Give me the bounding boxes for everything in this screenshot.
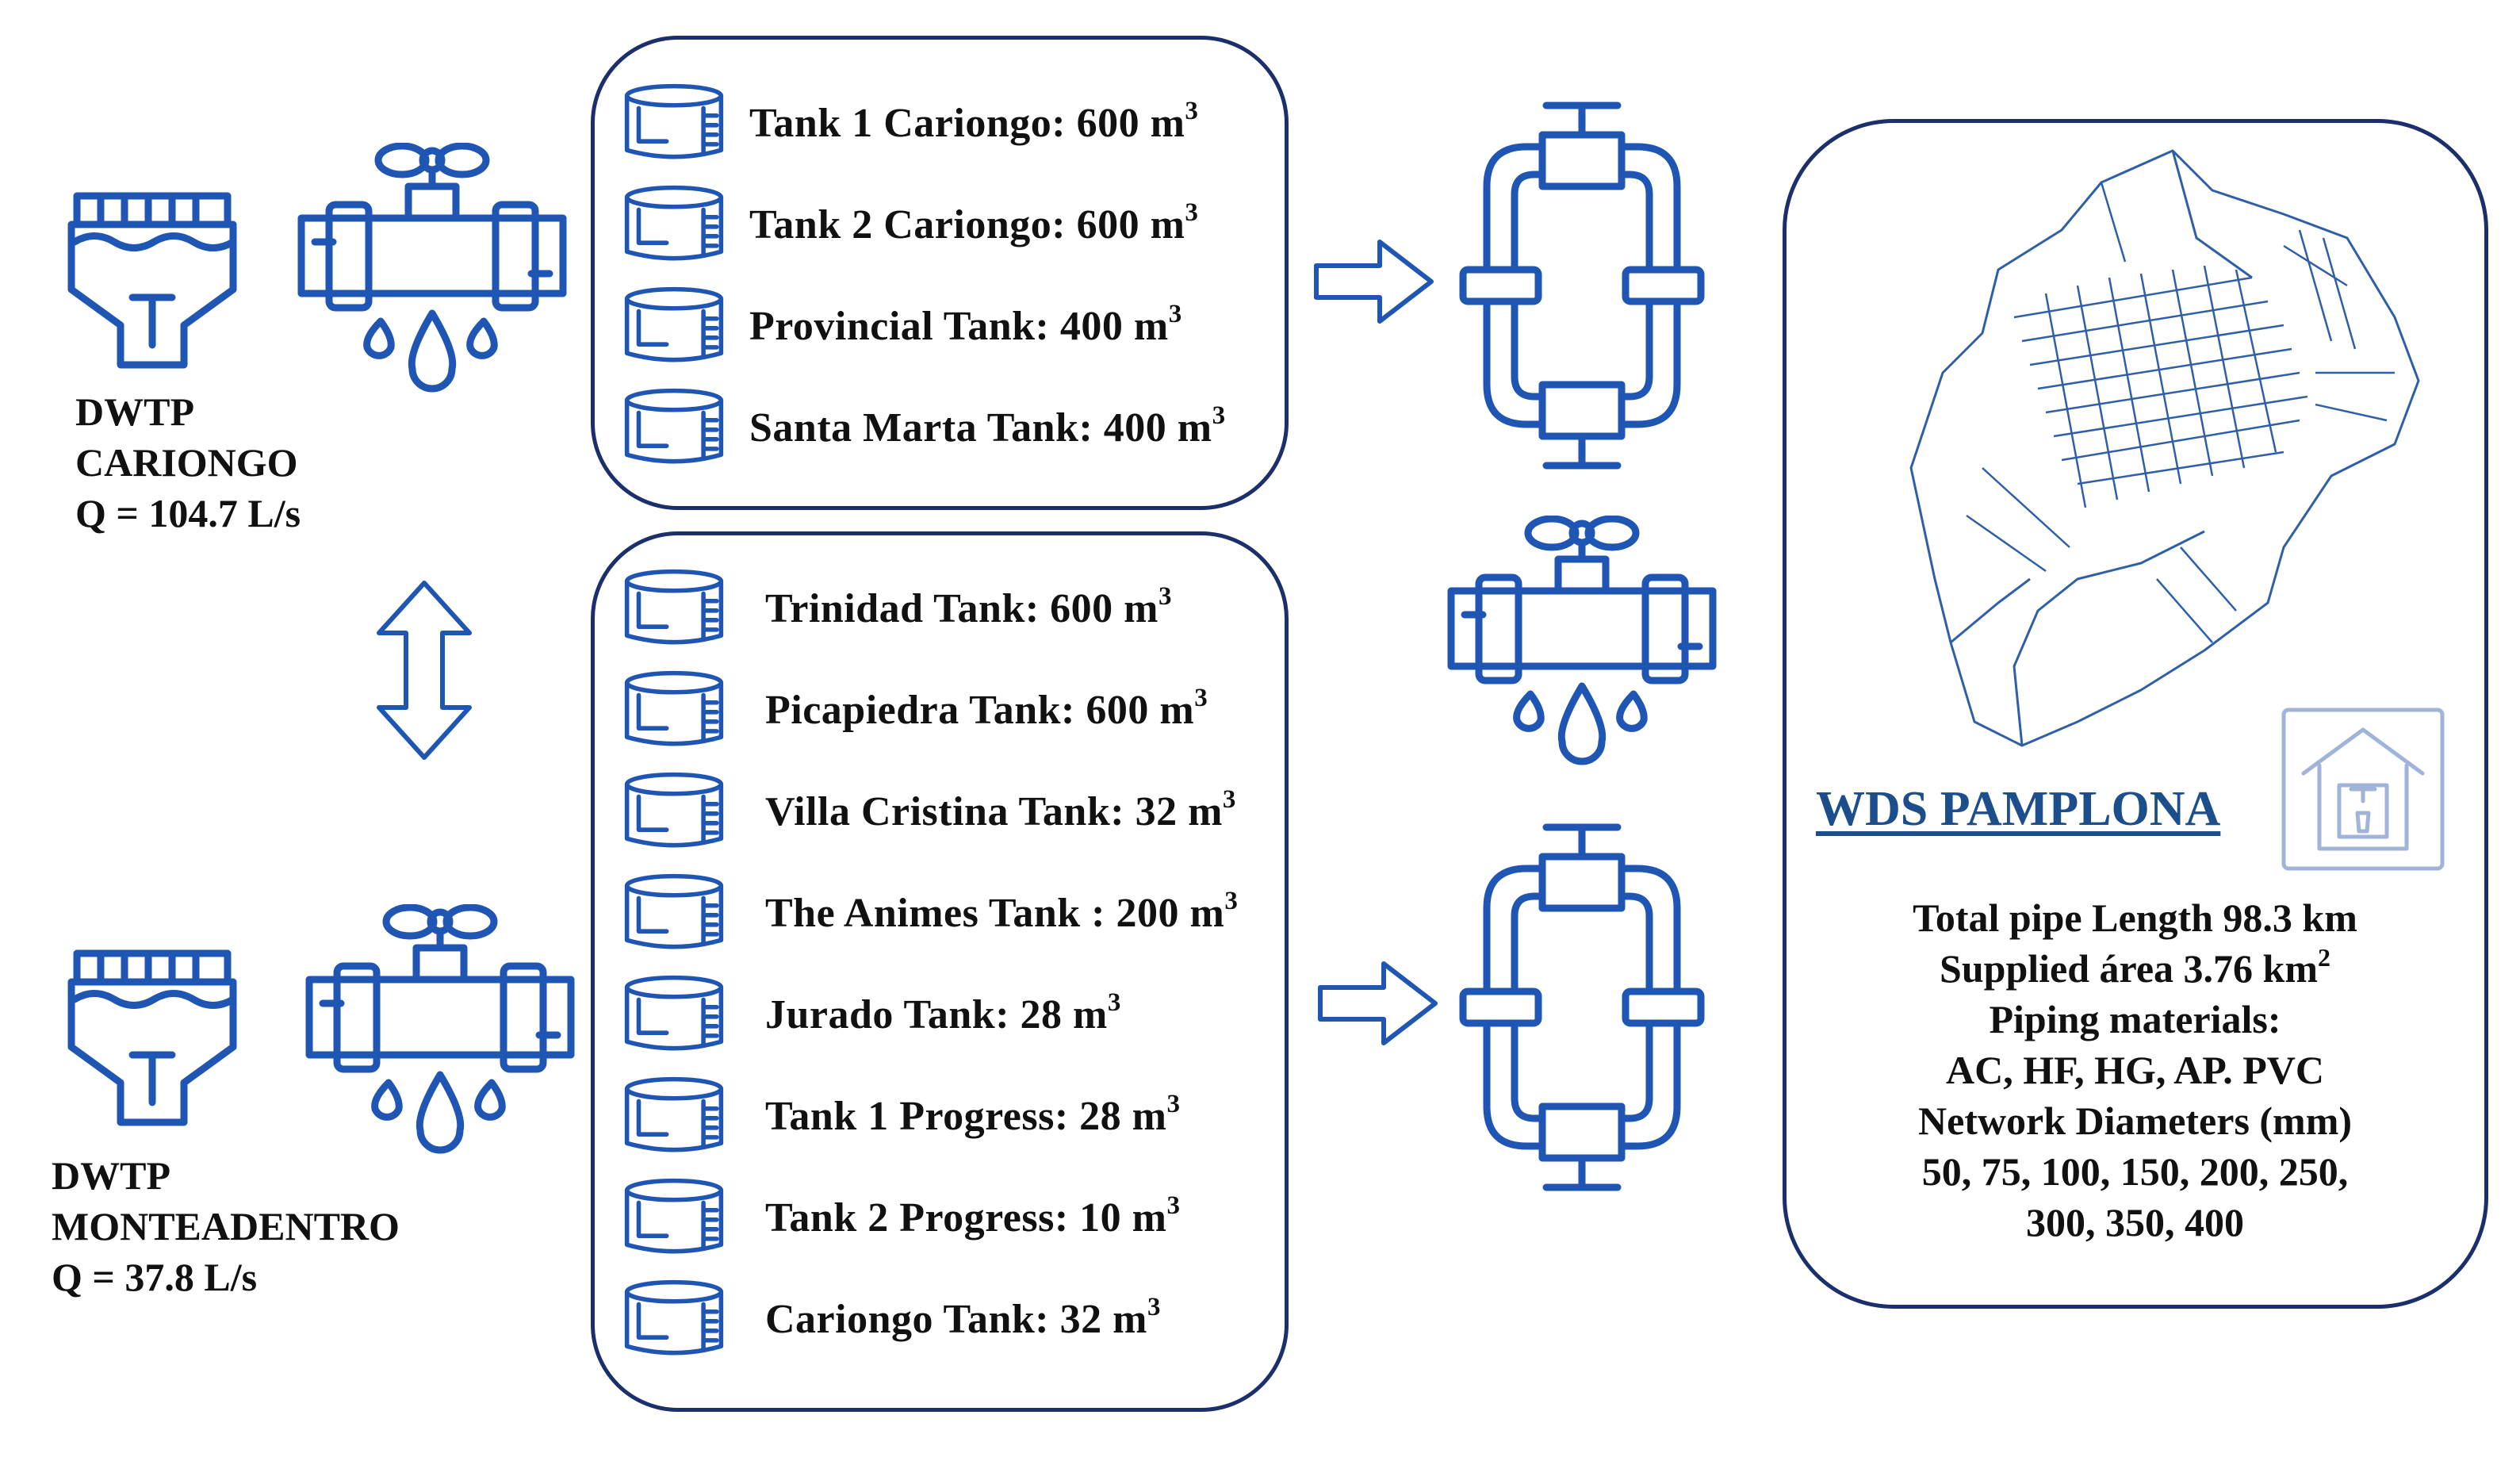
storage-tank-icon [622, 82, 726, 163]
tank-label: Tank 2 Progress: 10 m3 [765, 1191, 1181, 1241]
tank-label: Villa Cristina Tank: 32 m3 [765, 784, 1236, 834]
storage-tank-icon [622, 568, 726, 649]
double-arrow-icon [377, 581, 472, 760]
plant-name-line1: DWTP [52, 1153, 170, 1198]
tank-row: Provincial Tank: 400 m3 [622, 282, 1182, 370]
storage-tank-icon [622, 974, 726, 1055]
right-arrow-icon [1318, 961, 1438, 1045]
plant-name-line2: CARIONGO [75, 440, 298, 485]
tank-label: Provincial Tank: 400 m3 [749, 299, 1182, 349]
plant-name-line1: DWTP [75, 389, 194, 434]
tank-label: Cariongo Tank: 32 m3 [765, 1292, 1161, 1342]
tank-row: The Animes Tank : 200 m3 [622, 869, 1238, 957]
tank-label: Trinidad Tank: 600 m3 [765, 581, 1173, 631]
storage-tank-icon [622, 1177, 726, 1258]
tank-label: Tank 1 Cariongo: 600 m3 [749, 96, 1199, 146]
tank-row: Jurado Tank: 28 m3 [622, 971, 1121, 1058]
tank-label: Jurado Tank: 28 m3 [765, 987, 1121, 1037]
tank-row: Villa Cristina Tank: 32 m3 [622, 768, 1236, 855]
valve-leak-icon [305, 904, 575, 1158]
plant-flow: Q = 104.7 L/s [75, 491, 301, 535]
wds-piping-materials-heading: Piping materials: [1989, 997, 2281, 1041]
plant-name-line2: MONTEADENTRO [52, 1204, 400, 1248]
plant-flow: Q = 37.8 L/s [52, 1255, 258, 1299]
tank-group-monteadentro [591, 531, 1289, 1412]
storage-tank-icon [622, 387, 726, 468]
valve-leak-icon [1447, 516, 1717, 769]
tank-label: Santa Marta Tank: 400 m3 [749, 401, 1226, 451]
storage-tank-icon [622, 771, 726, 852]
plant-cariongo-label: DWTP CARIONGO Q = 104.7 L/s [75, 386, 301, 539]
wds-pamplona-panel [1783, 119, 2488, 1309]
tank-row: Santa Marta Tank: 400 m3 [622, 384, 1226, 471]
tank-row: Trinidad Tank: 600 m3 [622, 565, 1172, 652]
tank-row: Tank 1 Progress: 28 m3 [622, 1072, 1180, 1160]
pipe-loop-icon [1447, 91, 1717, 480]
storage-tank-icon [622, 1076, 726, 1156]
wds-total-pipe-length: Total pipe Length 98.3 km [1913, 895, 2357, 940]
right-arrow-icon [1314, 240, 1434, 324]
water-treatment-plant-icon [65, 944, 239, 1134]
plant-monteadentro-label: DWTP MONTEADENTRO Q = 37.8 L/s [52, 1150, 400, 1302]
tank-label: Picapiedra Tank: 600 m3 [765, 683, 1208, 733]
wds-supplied-area: Supplied área 3.76 km2 [1940, 943, 2330, 991]
wds-info: Total pipe Length 98.3 km Supplied área … [1824, 892, 2446, 1248]
storage-tank-icon [622, 184, 726, 265]
wds-network-diameters-heading: Network Diameters (mm) [1918, 1099, 2352, 1143]
tank-label: Tank 1 Progress: 28 m3 [765, 1089, 1181, 1139]
house-water-icon [2281, 707, 2445, 871]
valve-leak-icon [297, 143, 567, 397]
tank-row: Tank 2 Cariongo: 600 m3 [622, 181, 1198, 268]
tank-row: Tank 2 Progress: 10 m3 [622, 1174, 1180, 1261]
tank-row: Picapiedra Tank: 600 m3 [622, 666, 1208, 754]
pipe-loop-icon [1447, 813, 1717, 1202]
wds-diameters-line1: 50, 75, 100, 150, 200, 250, [1921, 1149, 2349, 1194]
wds-diameters-line2: 300, 350, 400 [2026, 1200, 2244, 1244]
wds-piping-materials: AC, HF, HG, AP. PVC [1946, 1048, 2324, 1092]
storage-tank-icon [622, 286, 726, 366]
water-treatment-plant-icon [65, 186, 239, 377]
city-network-map-icon [1909, 149, 2420, 747]
tank-group-cariongo [591, 36, 1289, 510]
tank-label: The Animes Tank : 200 m3 [765, 886, 1239, 936]
storage-tank-icon [622, 669, 726, 750]
wds-title: WDS PAMPLONA [1816, 782, 2221, 836]
storage-tank-icon [622, 1279, 726, 1359]
tank-row: Tank 1 Cariongo: 600 m3 [622, 79, 1198, 167]
storage-tank-icon [622, 872, 726, 953]
tank-label: Tank 2 Cariongo: 600 m3 [749, 197, 1199, 247]
tank-row: Cariongo Tank: 32 m3 [622, 1275, 1161, 1363]
